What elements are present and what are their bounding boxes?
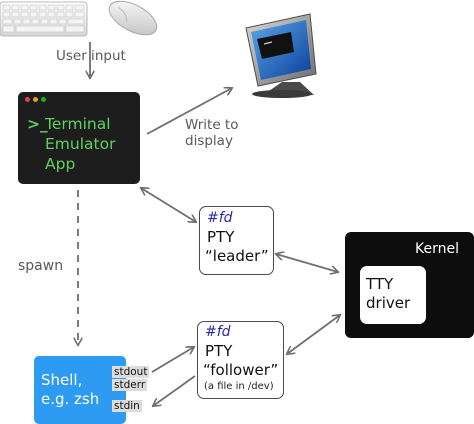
stdin-tag: stdin xyxy=(112,400,142,412)
pty-leader-role: “leader” xyxy=(205,247,269,265)
tty-driver-box: TTY driver xyxy=(360,266,426,324)
pty-follower-box: #fd PTY “follower” (a file in /dev) xyxy=(197,321,284,399)
shell-label-line1: Shell, xyxy=(41,371,83,389)
arrow-stdout-follower xyxy=(151,347,194,373)
terminal-label-line1: Terminal xyxy=(45,115,111,133)
kernel-title: Kernel xyxy=(415,241,459,257)
terminal-label-line2: Emulator xyxy=(45,135,116,153)
arrow-follower-tty xyxy=(287,315,340,354)
pty-leader-fd: #fd xyxy=(207,210,233,226)
arrow-terminal-leader xyxy=(141,188,196,222)
terminal-prompt-icon: >_ xyxy=(27,115,48,133)
write-to-display-label-line1: Write to xyxy=(185,117,239,133)
pty-follower-fd: #fd xyxy=(205,324,231,340)
pty-follower-name: PTY xyxy=(205,342,233,360)
arrow-write-to-display xyxy=(146,88,232,135)
terminal-emulator-app: >_ Terminal Emulator App xyxy=(18,92,140,184)
tty-driver-line1: TTY xyxy=(366,275,394,293)
pty-leader-box: #fd PTY “leader” xyxy=(199,206,274,275)
close-dot-icon xyxy=(25,97,30,102)
terminal-label-line3: App xyxy=(45,155,76,173)
stderr-tag: stderr xyxy=(112,379,148,391)
pty-leader-name: PTY xyxy=(207,228,235,246)
keyboard-icon xyxy=(0,1,88,37)
minimize-dot-icon xyxy=(33,97,38,102)
arrow-follower-stdin xyxy=(153,375,196,406)
spawn-label: spawn xyxy=(18,258,64,274)
pty-follower-note: (a file in /dev) xyxy=(204,381,274,392)
write-to-display-label-line2: display xyxy=(185,133,233,149)
tty-driver-line2: driver xyxy=(366,294,411,312)
shell-label-line2: e.g. zsh xyxy=(41,390,100,408)
pty-follower-role: “follower” xyxy=(203,361,279,379)
maximize-dot-icon xyxy=(41,97,46,102)
stdout-tag: stdout xyxy=(112,366,150,378)
shell-box: Shell, e.g. zsh xyxy=(34,356,126,424)
arrow-leader-tty xyxy=(276,254,338,272)
user-input-label: User input xyxy=(56,48,126,64)
connectors xyxy=(78,42,340,406)
monitor-icon xyxy=(245,13,317,98)
mouse-icon xyxy=(108,0,158,36)
